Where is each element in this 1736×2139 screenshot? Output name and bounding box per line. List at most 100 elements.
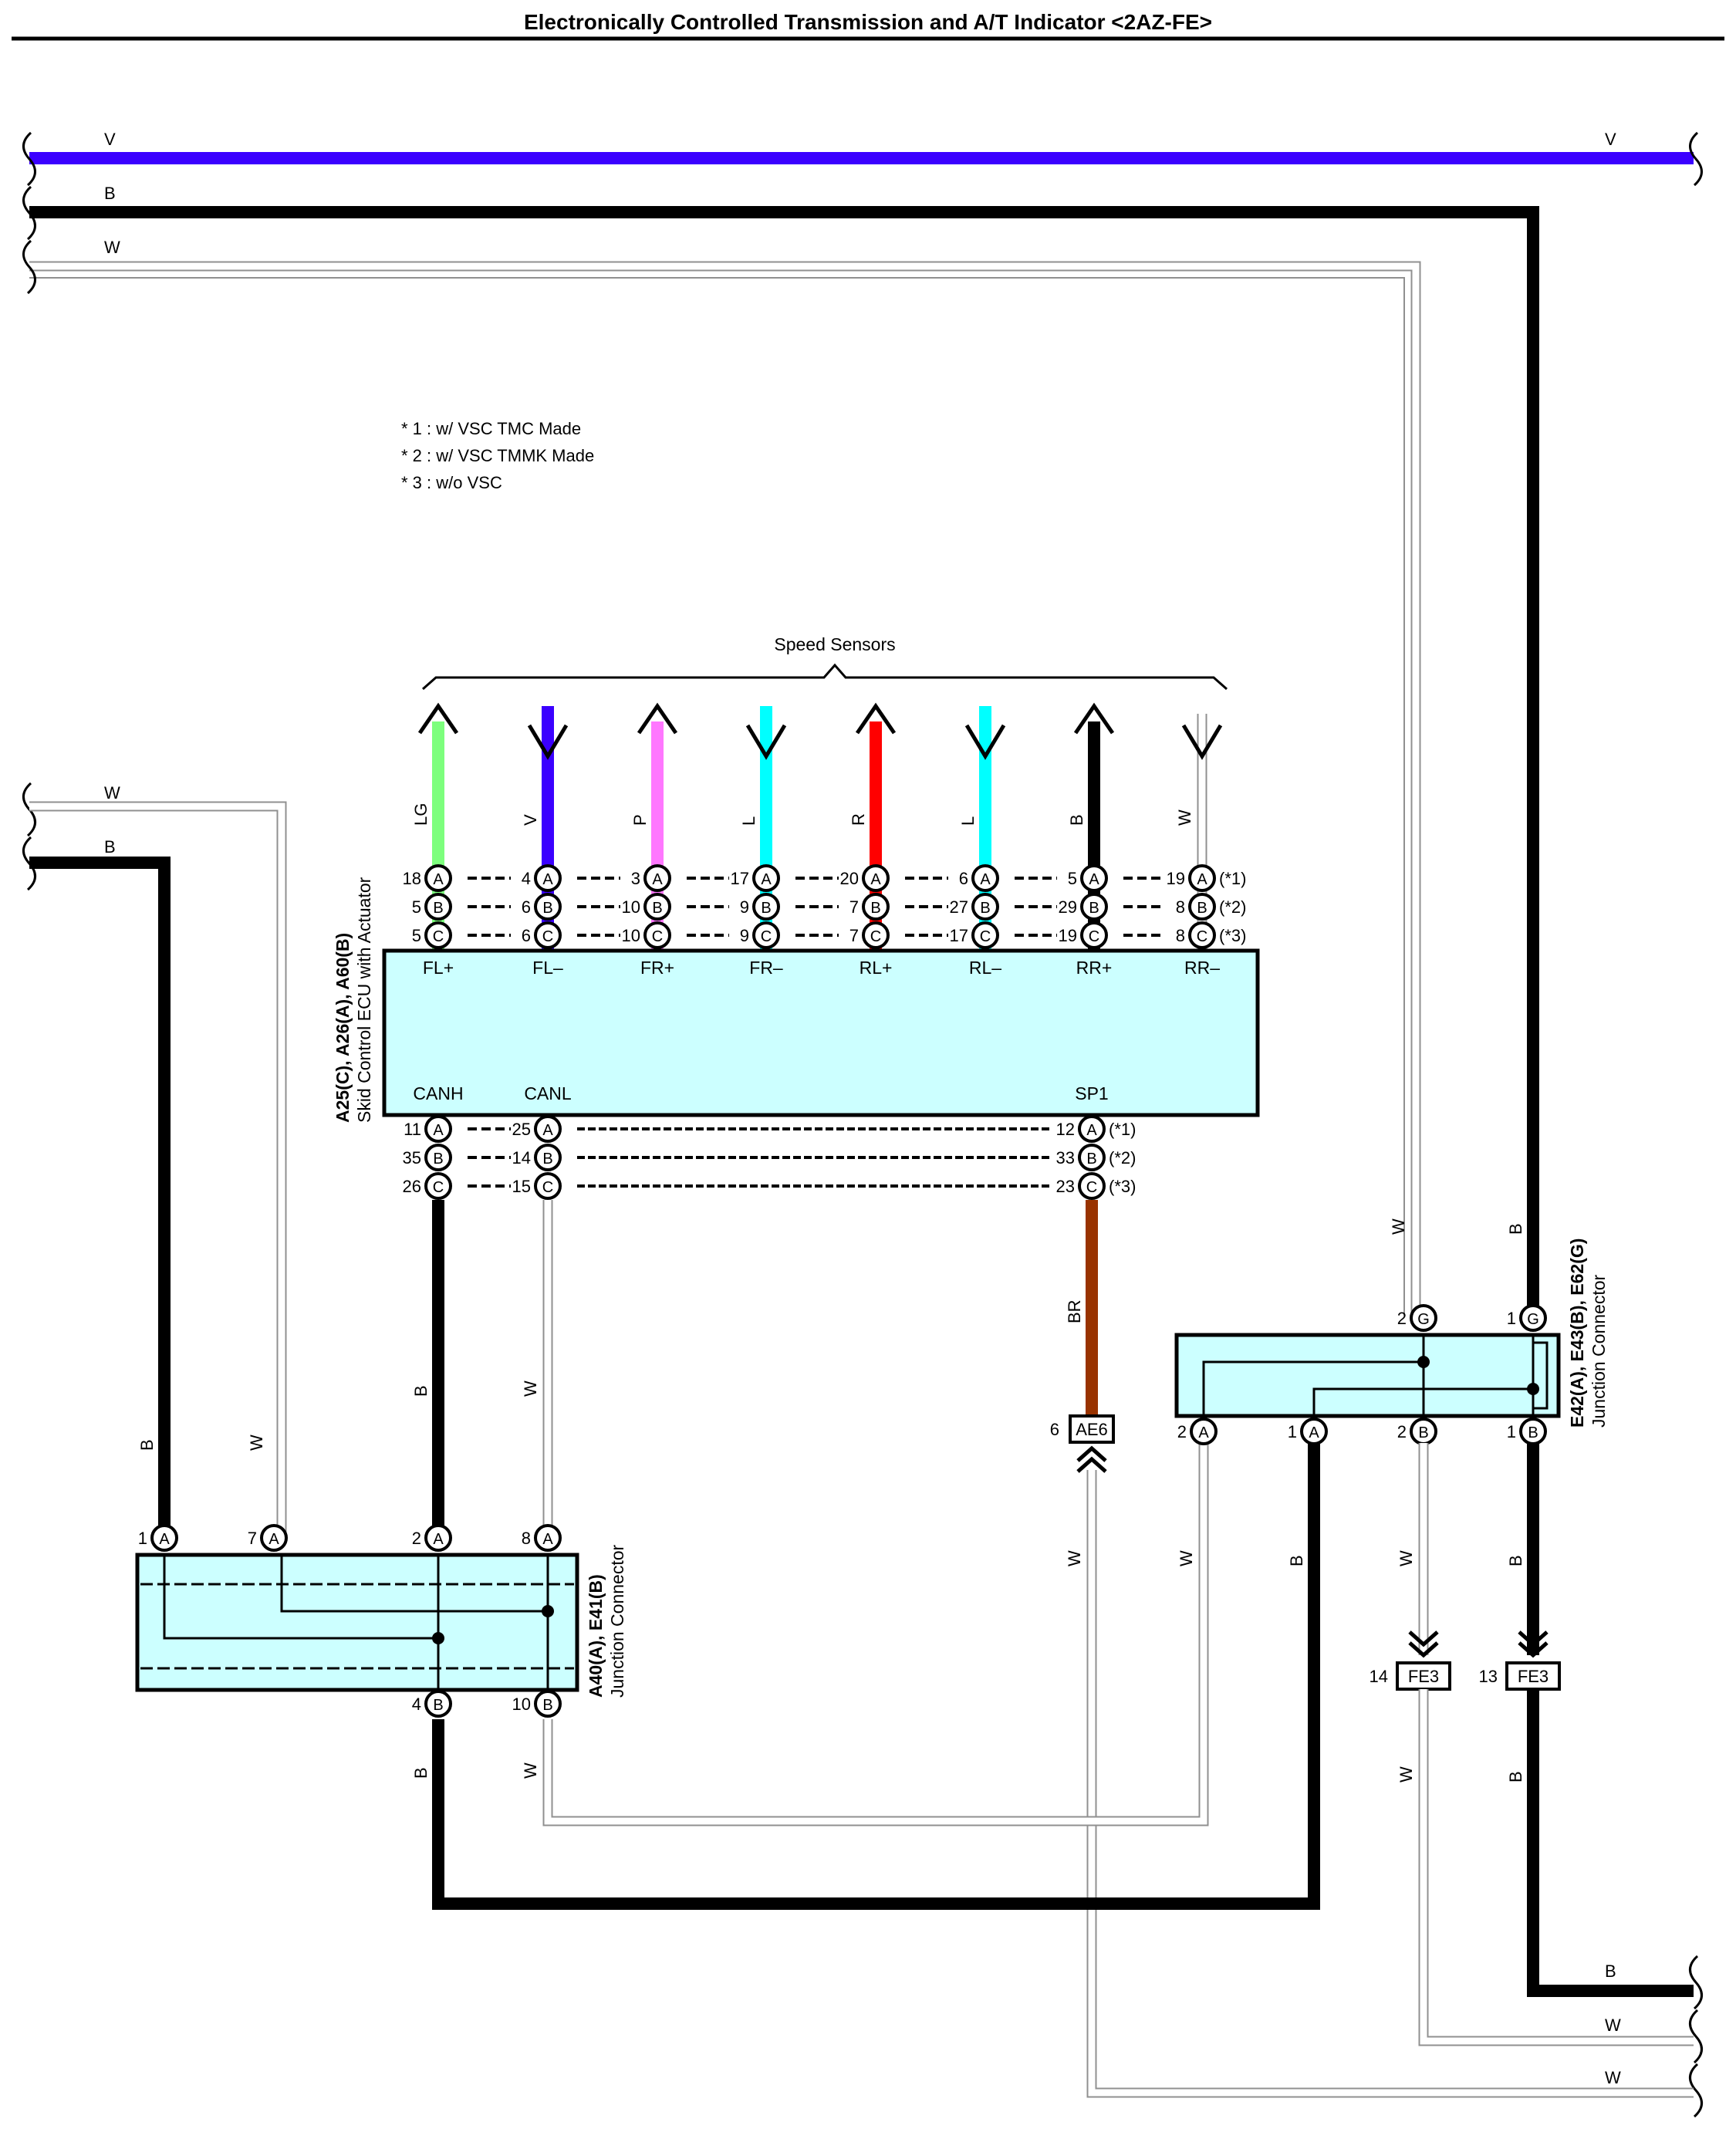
pin-letter: B [870, 900, 880, 917]
connector-pin [1080, 893, 1108, 921]
pin-letter: C [870, 928, 881, 945]
wire-label-vertical: W [521, 1762, 540, 1779]
wire-label: V [104, 130, 116, 149]
pin-number: 23 [1056, 1177, 1075, 1196]
pin-letter: A [433, 1531, 444, 1548]
connector-pin [260, 1524, 288, 1552]
connector-pin [1300, 1418, 1328, 1445]
connector-pin [752, 921, 780, 949]
pin-number: 1 [1288, 1422, 1297, 1441]
pin-letter: B [1089, 900, 1099, 917]
wire-label: B [104, 837, 116, 857]
pin-number: 15 [512, 1177, 531, 1196]
wire-label-vertical: B [137, 1439, 157, 1451]
wire-label: W [1605, 2016, 1621, 2035]
pin-number: 1 [1507, 1309, 1516, 1328]
connector-pin [424, 1690, 452, 1718]
pin-letter: B [1086, 1151, 1096, 1167]
pin-letter: B [542, 1697, 552, 1714]
connector-pin [862, 921, 890, 949]
wire-fe3-14-w: W W [1397, 1689, 1694, 2046]
connector-pin [1078, 1172, 1106, 1200]
pin-letter: A [652, 871, 663, 888]
pin-number: 17 [950, 926, 968, 945]
pin-number: 2 [1397, 1309, 1407, 1328]
ecu-name: A25(C), A26(A), A60(B) [333, 933, 353, 1123]
connector-pin [424, 921, 452, 949]
splice-dot [1527, 1383, 1539, 1395]
arrow-down-icon [964, 724, 1006, 760]
junction-2-description: Junction Connector [1589, 1274, 1609, 1428]
pin-letter: A [870, 871, 881, 888]
variant-tag: (*1) [1219, 869, 1246, 888]
wire-label: B [1605, 1962, 1616, 1981]
signal-label: FL+ [423, 958, 454, 978]
pin-letter: A [761, 871, 772, 888]
wire-label-vertical: B [1506, 1223, 1525, 1235]
pin-letter: A [1086, 1122, 1097, 1139]
connector-pin [1078, 1115, 1106, 1143]
pin-number: 10 [512, 1695, 531, 1714]
arrow-up-icon [637, 702, 678, 735]
pin-number: 4 [412, 1695, 421, 1714]
wire-j2b1-b [1518, 1443, 1549, 1658]
pin-number: 19 [1059, 926, 1077, 945]
wire-label-vertical: L [958, 816, 978, 826]
connector-pin [424, 1524, 452, 1552]
connector-pin [534, 1524, 562, 1552]
pin-number: 7 [248, 1529, 257, 1548]
pin-letter: C [761, 928, 772, 945]
pin-number: 12 [1056, 1120, 1075, 1139]
connector-number: 14 [1370, 1667, 1388, 1686]
wire-label-vertical: W [521, 1380, 540, 1397]
wire-label-vertical: L [739, 816, 758, 826]
wire-fe3-13-b: B B [1506, 1689, 1694, 1997]
pin-letter: C [433, 1179, 444, 1196]
pin-letter: A [980, 871, 991, 888]
pin-number: 18 [403, 869, 421, 888]
pin-letter: A [433, 871, 444, 888]
signal-label: RR– [1184, 958, 1220, 978]
pin-letter: G [1527, 1311, 1539, 1328]
signal-label: RL– [969, 958, 1001, 978]
pin-number: 5 [412, 926, 421, 945]
ecu-description: Skid Control ECU with Actuator [354, 877, 374, 1123]
connector-number: 13 [1479, 1667, 1498, 1686]
connector-pin [424, 893, 452, 921]
pin-letter: A [1197, 871, 1207, 888]
pin-number: 7 [849, 926, 859, 945]
wire-label: V [1605, 130, 1616, 149]
wire-label-vertical: R [849, 813, 868, 826]
connector-pin [752, 864, 780, 892]
pin-letter: B [542, 900, 552, 917]
pin-letter: C [433, 928, 444, 945]
wire-label-vertical: B [1287, 1555, 1306, 1566]
pin-letter: A [542, 1531, 553, 1548]
footnote-3: * 3 : w/o VSC [401, 473, 502, 492]
wire-canh: B [411, 1200, 444, 1532]
connector-pin [1190, 1418, 1218, 1445]
connector-pin [534, 1144, 562, 1171]
wire-label-vertical: W [1065, 1550, 1084, 1566]
variant-tag: (*1) [1109, 1120, 1136, 1139]
page-title: Electronically Controlled Transmission a… [524, 10, 1212, 34]
wire-ae6-w: W W [1065, 1470, 1694, 2098]
connector-pin [534, 1115, 562, 1143]
pin-letter: B [1528, 1424, 1538, 1441]
pin-letter: A [1309, 1424, 1319, 1441]
connector-number: 6 [1050, 1420, 1059, 1439]
wire-label-vertical: W [247, 1434, 266, 1451]
pin-number: 1 [1507, 1422, 1516, 1441]
wire-sp1: BR [1065, 1200, 1098, 1416]
connector-ae6: AE6 6 [1050, 1414, 1115, 1473]
pin-letter: B [433, 1151, 443, 1167]
pin-number: 1 [138, 1529, 147, 1548]
pin-letter: C [1089, 928, 1099, 945]
pin-letter: B [1418, 1424, 1428, 1441]
pin-number: 6 [522, 926, 531, 945]
signal-canl: CANL [524, 1083, 572, 1103]
wire-label-vertical: V [521, 814, 540, 826]
ecu-top-pins: A18B5C5A4B6C6A3B10C10A17B9C9A20B7C7A6B27… [403, 864, 1246, 949]
